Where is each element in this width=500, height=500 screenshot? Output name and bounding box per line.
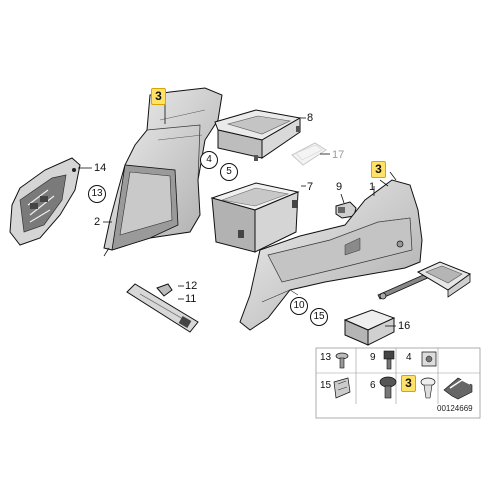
table-label-6: 6 bbox=[370, 380, 376, 391]
callout-11[interactable]: 11 bbox=[185, 293, 197, 305]
callout-5[interactable]: 5 bbox=[220, 163, 238, 181]
table-label-15: 15 bbox=[320, 380, 332, 391]
storage-box-part-7 bbox=[210, 182, 300, 253]
callout-4[interactable]: 4 bbox=[200, 151, 218, 169]
bolt-icon bbox=[383, 350, 395, 370]
clip-part-12 bbox=[156, 283, 173, 297]
callout-8[interactable]: 8 bbox=[307, 112, 314, 124]
cover-part-17 bbox=[291, 142, 327, 166]
callout-16[interactable]: 16 bbox=[398, 320, 411, 332]
screw-icon bbox=[335, 352, 349, 369]
callout-7[interactable]: 7 bbox=[307, 181, 314, 193]
strip-part-11 bbox=[126, 283, 199, 333]
callout-3-highlighted[interactable]: 3 bbox=[401, 375, 416, 392]
table-label-9: 9 bbox=[370, 352, 376, 363]
callout-14[interactable]: 14 bbox=[94, 162, 107, 174]
upper-tray-part-8 bbox=[214, 109, 302, 161]
callout-3-highlighted[interactable]: 3 bbox=[151, 88, 166, 105]
table-label-4: 4 bbox=[406, 352, 412, 363]
callout-9[interactable]: 9 bbox=[336, 181, 343, 193]
direction-arrow-icon bbox=[443, 377, 473, 400]
callout-15[interactable]: 15 bbox=[310, 308, 328, 326]
left-trunk-trim-panel bbox=[103, 87, 223, 257]
callout-13[interactable]: 13 bbox=[88, 185, 106, 203]
rail-assembly bbox=[377, 261, 472, 300]
diagram-number: 00124669 bbox=[437, 404, 473, 413]
callout-10[interactable]: 10 bbox=[290, 297, 308, 315]
callout-2[interactable]: 2 bbox=[94, 216, 101, 228]
table-label-13: 13 bbox=[320, 352, 332, 363]
callout-3-highlighted[interactable]: 3 bbox=[371, 161, 386, 178]
expanding-rivet-icon bbox=[420, 377, 436, 399]
callout-1[interactable]: 1 bbox=[369, 181, 376, 193]
side-bracket-part-14 bbox=[9, 157, 81, 246]
hardware-parts-table bbox=[315, 347, 481, 419]
clip-nut-icon bbox=[421, 351, 437, 367]
box-part-16 bbox=[343, 309, 396, 346]
callout-17[interactable]: 17 bbox=[332, 149, 345, 161]
right-trunk-trim-panel bbox=[239, 179, 423, 331]
push-rivet-icon bbox=[379, 376, 397, 399]
spring-clip-icon bbox=[333, 377, 351, 399]
callout-12[interactable]: 12 bbox=[185, 280, 198, 292]
